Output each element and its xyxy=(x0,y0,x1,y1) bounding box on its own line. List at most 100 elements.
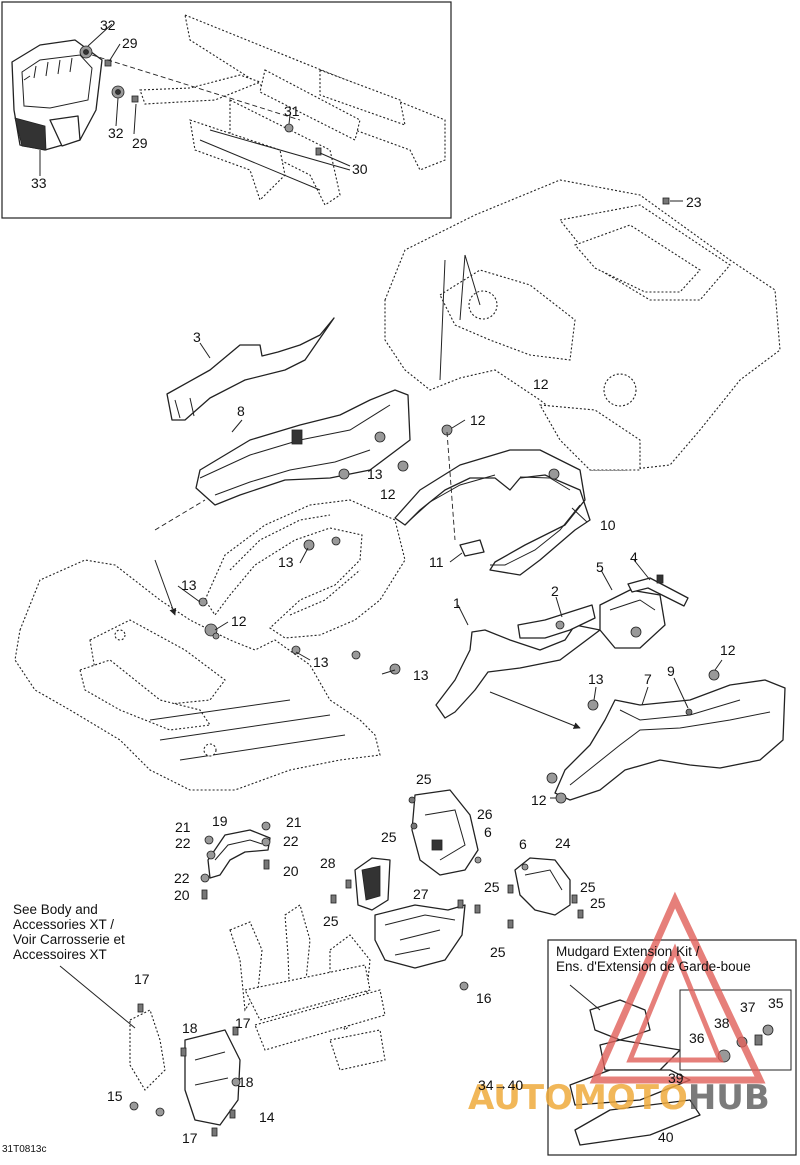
front-fender xyxy=(14,559,381,791)
callout-24: 24 xyxy=(555,835,571,851)
callout-31: 31 xyxy=(284,103,300,119)
callout-21a: 21 xyxy=(175,819,191,835)
callout-6a: 6 xyxy=(484,824,492,840)
callout-18a: 18 xyxy=(182,1020,198,1036)
callout-21b: 21 xyxy=(286,814,302,830)
callout-22a: 22 xyxy=(175,835,191,851)
cross-ref-line-1: See Body and xyxy=(13,902,98,917)
callout-17c: 17 xyxy=(182,1130,198,1146)
callout-32a: 32 xyxy=(100,17,116,33)
inner-fender-10 xyxy=(394,424,591,576)
callout-15: 15 xyxy=(107,1088,123,1104)
callout-32b: 32 xyxy=(108,125,124,141)
callout-13e: 13 xyxy=(413,667,429,683)
callout-20b: 20 xyxy=(174,887,190,903)
drawing-code: 31T0813c xyxy=(2,1144,47,1155)
callout-13f: 13 xyxy=(588,671,604,687)
callout-27: 27 xyxy=(413,886,429,902)
callout-19: 19 xyxy=(212,813,228,829)
strip-4 xyxy=(627,574,689,607)
callout-25a: 25 xyxy=(416,771,432,787)
cross-ref-line-2: Accessories XT / xyxy=(13,917,115,932)
headlight-housing-26 xyxy=(408,789,482,876)
reflector-33 xyxy=(11,39,103,151)
screw-23 xyxy=(662,197,670,205)
watermark-logo xyxy=(589,891,766,1084)
fender-8 xyxy=(195,389,411,506)
fender-7 xyxy=(546,669,786,804)
watermark-part1: AUTOMOTO xyxy=(468,1078,688,1118)
callout-10: 10 xyxy=(600,517,616,533)
callout-12e: 12 xyxy=(720,642,736,658)
bracket-19 xyxy=(200,821,271,900)
callout-3: 3 xyxy=(193,329,201,345)
callout-12b: 12 xyxy=(470,412,486,428)
callout-38: 38 xyxy=(714,1015,730,1031)
callout-39: 39 xyxy=(668,1070,684,1086)
skid-panel-27 xyxy=(374,899,481,991)
callout-7: 7 xyxy=(644,671,652,687)
watermark-text: AUTOMOTOHUB xyxy=(468,1078,770,1118)
callout-14: 14 xyxy=(259,1109,275,1125)
callout-18b: 18 xyxy=(238,1074,254,1090)
cross-ref-line-3: Voir Carrosserie et xyxy=(13,932,125,947)
callout-12d: 12 xyxy=(231,613,247,629)
callout-5: 5 xyxy=(596,559,604,575)
panel-5 xyxy=(599,589,666,649)
bracket-28 xyxy=(330,857,391,911)
callout-22c: 22 xyxy=(174,870,190,886)
hardware-subframe xyxy=(679,989,792,1071)
callout-33: 33 xyxy=(31,175,47,191)
callout-9: 9 xyxy=(667,663,675,679)
callout-16: 16 xyxy=(476,990,492,1006)
callout-1: 1 xyxy=(453,595,461,611)
callout-13c: 13 xyxy=(181,577,197,593)
callout-37: 37 xyxy=(740,999,756,1015)
mudguard-title-en: Mudgard Extension Kit / xyxy=(556,944,700,959)
callout-25f: 25 xyxy=(323,913,339,929)
callout-29a: 29 xyxy=(122,35,138,51)
callout-25e: 25 xyxy=(590,895,606,911)
callout-4: 4 xyxy=(630,549,638,565)
callout-22b: 22 xyxy=(283,833,299,849)
callout-40: 40 xyxy=(658,1129,674,1145)
callout-30: 30 xyxy=(352,161,368,177)
clip-11 xyxy=(459,539,485,557)
inset-reference: 34→40 xyxy=(478,1077,524,1093)
rear-rack-frame xyxy=(139,14,446,206)
bracket-24 xyxy=(507,857,584,929)
rack-inset-frame xyxy=(1,1,452,219)
watermark-part2: HUB xyxy=(687,1078,770,1118)
callout-28: 28 xyxy=(320,855,336,871)
cross-ref-line-4: Accessoires XT xyxy=(13,947,107,962)
front-inner-fender xyxy=(198,499,406,675)
callout-13a: 13 xyxy=(367,466,383,482)
callout-29b: 29 xyxy=(132,135,148,151)
top-leader-lines xyxy=(39,23,351,176)
front-frame xyxy=(229,904,386,1071)
callout-12c: 12 xyxy=(380,486,396,502)
fender-extension-1 xyxy=(435,624,601,719)
callout-11: 11 xyxy=(429,554,444,570)
trim-2 xyxy=(517,604,596,639)
callout-2: 2 xyxy=(551,583,559,599)
callout-23: 23 xyxy=(686,194,702,210)
callout-12f: 12 xyxy=(531,792,547,808)
callout-13b: 13 xyxy=(278,554,294,570)
callout-25d: 25 xyxy=(580,879,596,895)
mudguard-kit-title: Mudgard Extension Kit / Ens. d'Extension… xyxy=(556,944,751,974)
callout-17a: 17 xyxy=(134,971,150,987)
callout-6b: 6 xyxy=(519,836,527,852)
fender-panel-3 xyxy=(166,317,335,421)
mudguard-kit-frame xyxy=(547,939,797,1156)
fasteners-29-32 xyxy=(79,45,322,156)
callout-35: 35 xyxy=(768,995,784,1011)
front-bumper xyxy=(129,1003,241,1137)
callout-13d: 13 xyxy=(313,654,329,670)
callout-20a: 20 xyxy=(283,863,299,879)
callout-36: 36 xyxy=(689,1030,705,1046)
callout-17b: 17 xyxy=(235,1015,251,1031)
rear-fender xyxy=(384,179,781,471)
